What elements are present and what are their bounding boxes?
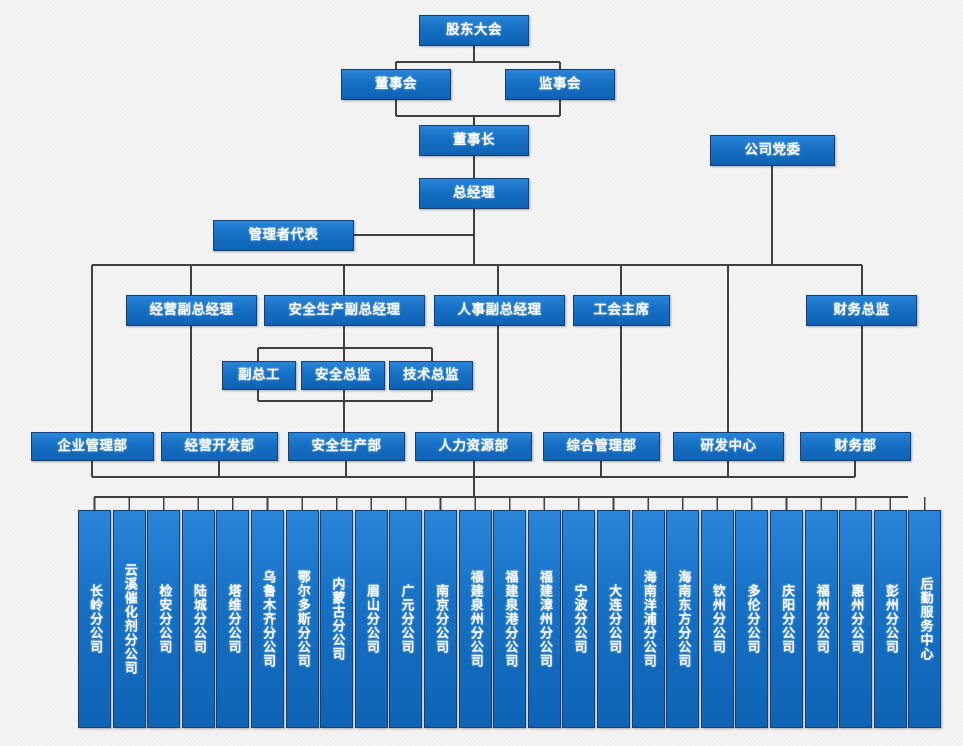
node-board-of-directors[interactable]: 董事会	[341, 69, 451, 100]
node-label: 安全生产部	[311, 437, 382, 454]
node-vice-manager-hr[interactable]: 人事副总经理	[434, 295, 565, 326]
node-label: 广元分公司	[398, 584, 414, 654]
node-label: 工会主席	[593, 301, 650, 318]
node-label: 钦州分公司	[709, 584, 725, 654]
node-label: 技术总监	[403, 366, 459, 383]
node-branch-company[interactable]: 彭州分公司	[873, 510, 907, 728]
node-branch-company[interactable]: 长岭分公司	[78, 510, 111, 728]
node-label: 福建漳州分公司	[536, 570, 552, 668]
node-department-general-management[interactable]: 综合管理部	[543, 432, 660, 461]
node-label: 庆阳分公司	[779, 584, 795, 654]
node-branch-company[interactable]: 福州分公司	[804, 510, 838, 728]
node-label: 福建泉州分公司	[467, 570, 483, 668]
node-label: 经营开发部	[184, 437, 255, 454]
node-department-human-resources[interactable]: 人力资源部	[415, 432, 532, 461]
node-branch-company[interactable]: 惠州分公司	[839, 510, 873, 728]
node-label: 大连分公司	[606, 584, 622, 654]
node-label: 人力资源部	[438, 437, 509, 454]
node-branch-company[interactable]: 大连分公司	[597, 510, 630, 728]
node-branch-company[interactable]: 广元分公司	[389, 510, 423, 728]
node-branch-company[interactable]: 多伦分公司	[735, 510, 769, 728]
node-label: 检安分公司	[156, 584, 172, 654]
node-branch-company[interactable]: 宁波分公司	[562, 510, 596, 728]
node-branch-company[interactable]: 庆阳分公司	[770, 510, 803, 728]
node-union-chairman[interactable]: 工会主席	[573, 295, 670, 326]
node-label: 财务部	[834, 437, 877, 454]
node-label: 公司党委	[744, 141, 801, 158]
node-label: 董事会	[375, 75, 417, 92]
node-label: 福建泉港分公司	[502, 570, 518, 668]
node-label: 内蒙古分公司	[329, 577, 345, 661]
node-branch-company[interactable]: 福建漳州分公司	[527, 510, 561, 728]
node-branch-company[interactable]: 鄂尔多斯分公司	[285, 510, 319, 728]
node-branch-company[interactable]: 陆城分公司	[181, 510, 215, 728]
node-label: 财务总监	[833, 301, 890, 318]
node-label: 宁波分公司	[571, 584, 587, 654]
node-branch-company[interactable]: 福建泉港分公司	[493, 510, 527, 728]
node-branch-company[interactable]: 海南东方分公司	[666, 510, 700, 728]
node-label: 监事会	[539, 75, 581, 92]
node-deputy-chief-engineer[interactable]: 副总工	[222, 361, 296, 390]
node-label: 海南东方分公司	[675, 570, 691, 668]
node-label: 董事长	[453, 131, 495, 148]
node-label: 人事副总经理	[457, 301, 542, 318]
node-label: 安全生产副总经理	[288, 301, 401, 318]
node-label: 塔维分公司	[225, 584, 241, 654]
node-vice-manager-operations[interactable]: 经营副总经理	[126, 295, 257, 326]
node-label: 研发中心	[700, 437, 757, 454]
node-label: 长岭分公司	[87, 584, 103, 654]
node-cfo[interactable]: 财务总监	[806, 295, 917, 326]
node-label: 乌鲁木齐分公司	[260, 570, 276, 668]
node-label: 陆城分公司	[190, 584, 206, 654]
node-technical-director[interactable]: 技术总监	[389, 361, 473, 390]
node-label: 鄂尔多斯分公司	[294, 570, 310, 668]
node-shareholders-meeting[interactable]: 股东大会	[419, 15, 529, 46]
node-branch-company[interactable]: 云溪催化剂分公司	[112, 510, 146, 728]
node-branch-company[interactable]: 检安分公司	[147, 510, 181, 728]
node-label: 经营副总经理	[149, 301, 234, 318]
node-general-manager[interactable]: 总经理	[419, 178, 529, 209]
node-branch-company[interactable]: 福建泉州分公司	[458, 510, 492, 728]
node-party-committee[interactable]: 公司党委	[710, 135, 835, 166]
node-chairman[interactable]: 董事长	[419, 125, 529, 156]
node-branch-company[interactable]: 眉山分公司	[354, 510, 388, 728]
node-branch-company[interactable]: 海南洋浦分公司	[631, 510, 665, 728]
node-department-safety-production[interactable]: 安全生产部	[288, 432, 405, 461]
node-label: 后勤服务中心	[917, 577, 933, 661]
node-branch-company[interactable]: 内蒙古分公司	[320, 510, 354, 728]
node-board-of-supervisors[interactable]: 监事会	[505, 69, 615, 100]
node-label: 总经理	[453, 184, 495, 201]
node-branch-company[interactable]: 南京分公司	[424, 510, 457, 728]
node-management-representative[interactable]: 管理者代表	[213, 220, 354, 251]
node-label: 多伦分公司	[744, 584, 760, 654]
node-department-rd-center[interactable]: 研发中心	[673, 432, 784, 461]
node-label: 南京分公司	[433, 584, 449, 654]
node-label: 安全总监	[315, 366, 371, 383]
node-branch-company[interactable]: 后勤服务中心	[908, 510, 942, 728]
node-label: 企业管理部	[57, 437, 128, 454]
node-label: 眉山分公司	[363, 584, 379, 654]
node-label: 云溪催化剂分公司	[121, 563, 137, 675]
node-label: 副总工	[238, 366, 280, 383]
node-vice-manager-safety-production[interactable]: 安全生产副总经理	[264, 295, 425, 326]
node-department-enterprise-management[interactable]: 企业管理部	[31, 432, 154, 461]
node-branch-company[interactable]: 塔维分公司	[216, 510, 250, 728]
node-branch-company[interactable]: 钦州分公司	[700, 510, 734, 728]
node-label: 海南洋浦分公司	[640, 570, 656, 668]
node-label: 惠州分公司	[848, 584, 864, 654]
node-safety-director[interactable]: 安全总监	[301, 361, 385, 390]
node-label: 股东大会	[446, 21, 502, 38]
node-label: 彭州分公司	[882, 584, 898, 654]
node-label: 福州分公司	[813, 584, 829, 654]
node-department-business-development[interactable]: 经营开发部	[161, 432, 278, 461]
node-department-finance[interactable]: 财务部	[800, 432, 911, 461]
node-label: 管理者代表	[248, 226, 319, 243]
node-label: 综合管理部	[566, 437, 637, 454]
node-branch-company[interactable]: 乌鲁木齐分公司	[251, 510, 284, 728]
